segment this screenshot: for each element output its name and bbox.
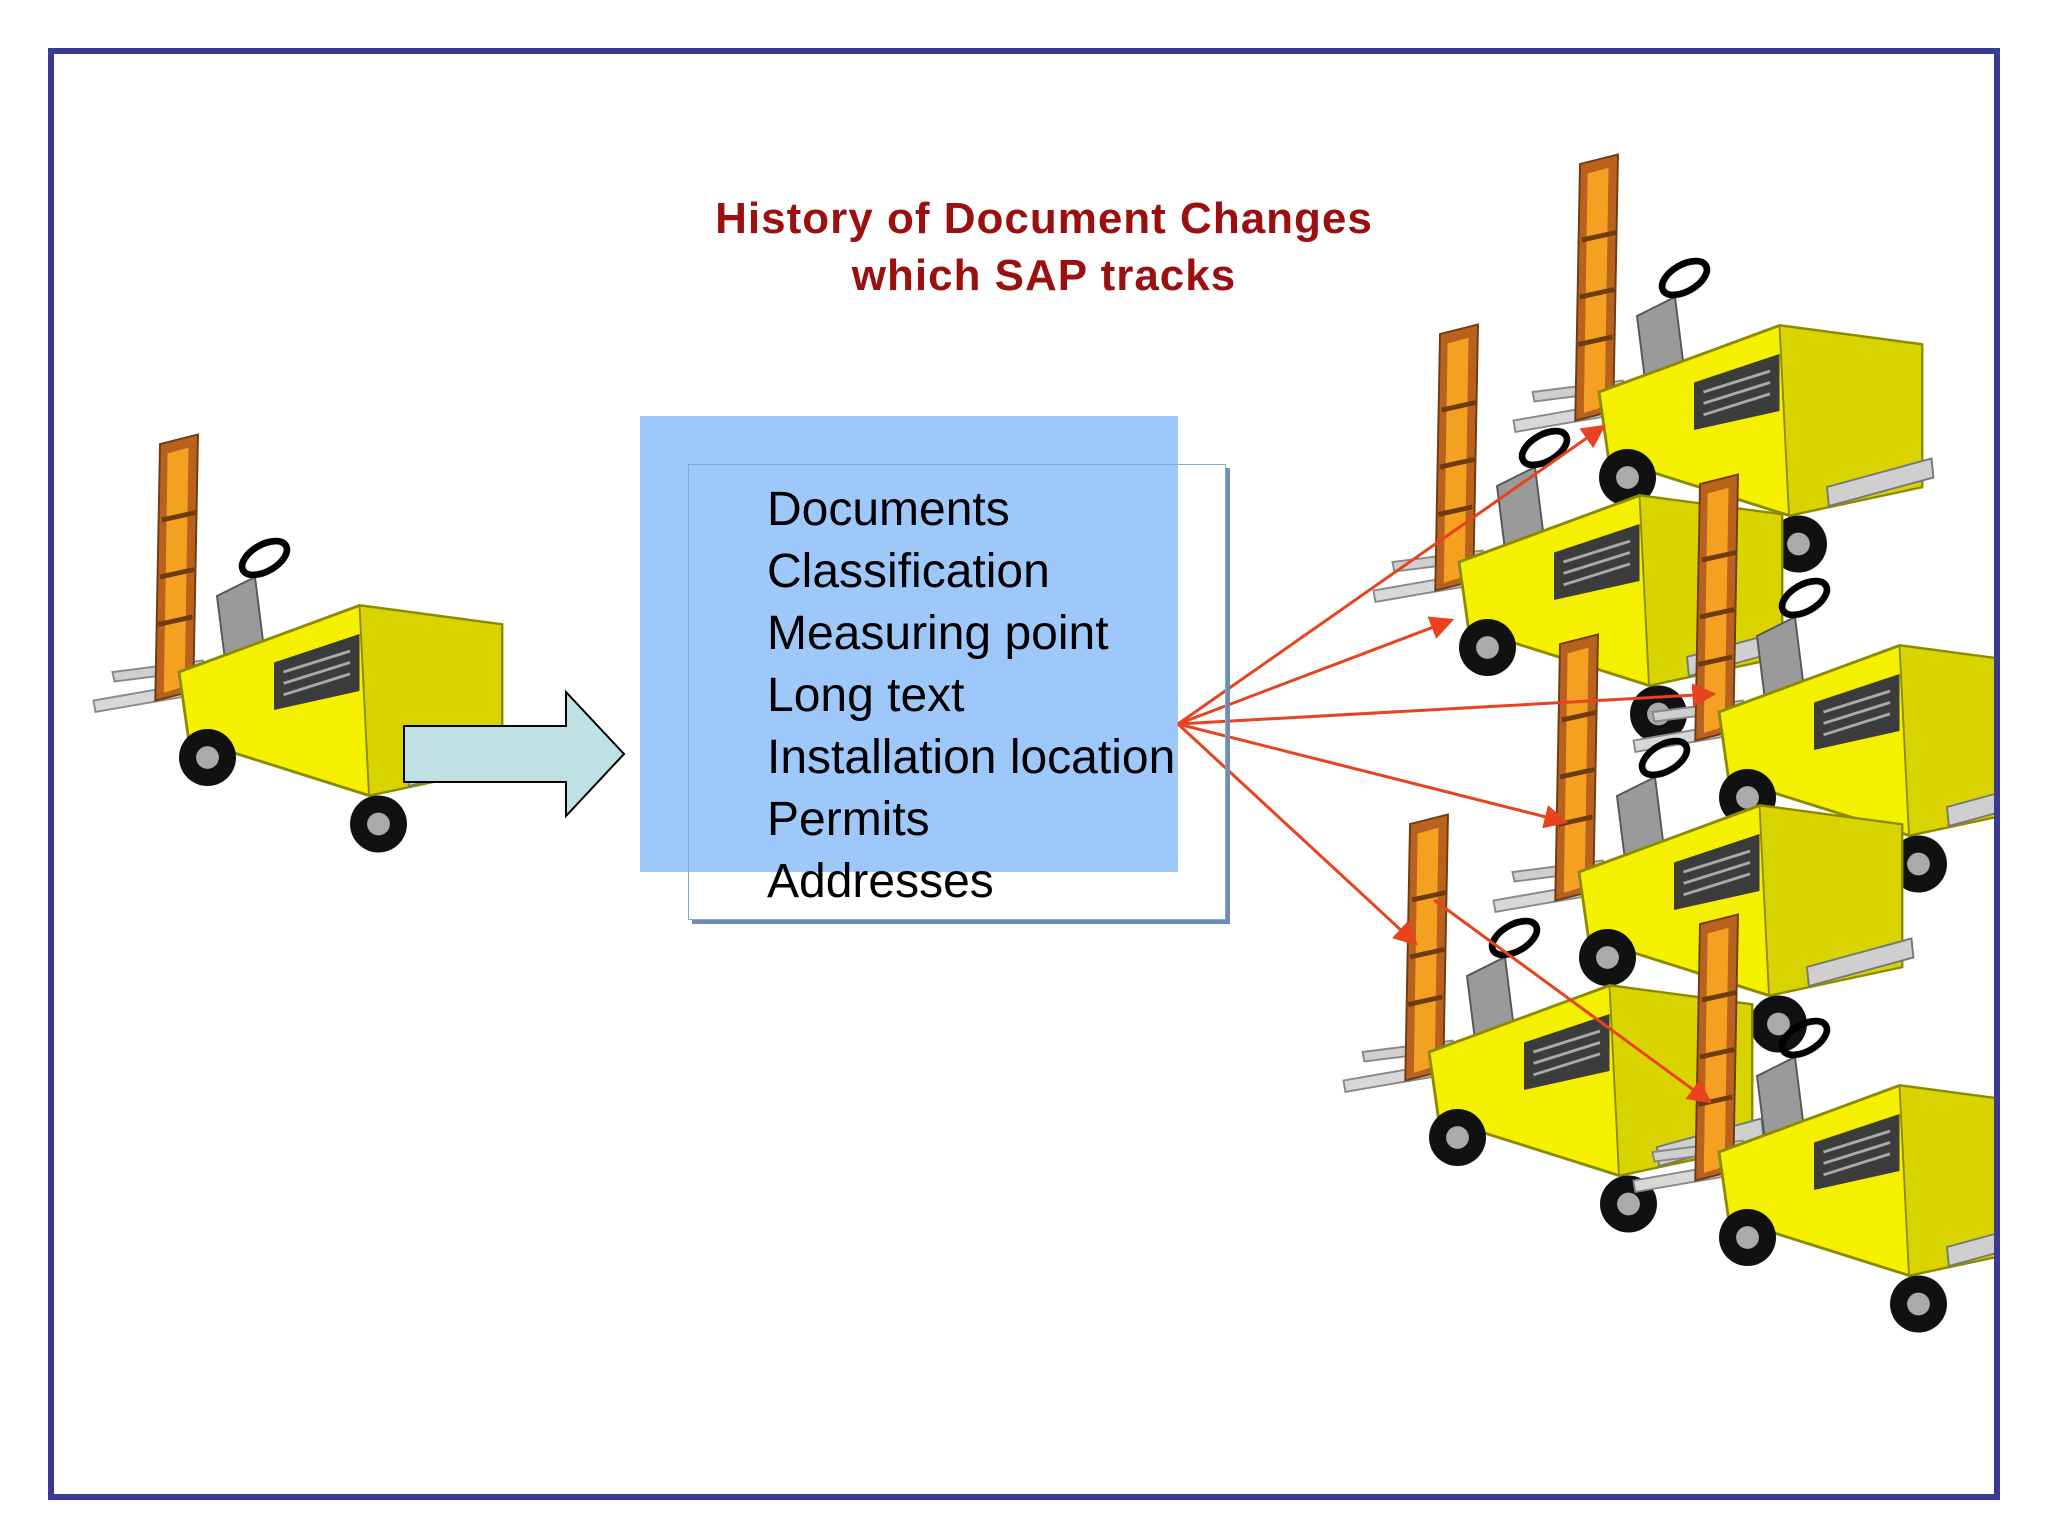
connector-line — [1177, 424, 1606, 726]
list-item: Long text — [767, 669, 965, 722]
forklift-icon — [93, 435, 513, 853]
connector-line — [1177, 616, 1455, 726]
list-item: Classification — [767, 545, 1050, 598]
list-item: Addresses — [767, 855, 994, 908]
connector-line — [1433, 898, 1712, 1104]
block-arrow-right-icon — [403, 689, 626, 819]
tracked-items-list: Documents Classification Measuring point… — [767, 479, 1175, 913]
diagram-canvas — [54, 54, 1994, 1494]
slide-title: History of Document Changes which SAP tr… — [614, 190, 1474, 304]
connector-line — [1177, 683, 1717, 726]
list-item: Permits — [767, 793, 930, 846]
connector-lines — [1176, 424, 1717, 1104]
title-line-2: which SAP tracks — [851, 251, 1237, 300]
connector-line — [1177, 722, 1569, 829]
connector-line — [1176, 722, 1418, 946]
list-item: Measuring point — [767, 607, 1109, 660]
list-item: Installation location — [767, 731, 1176, 784]
list-item: Documents — [767, 483, 1010, 536]
slide-frame: History of Document Changes which SAP tr… — [48, 48, 2000, 1500]
title-line-1: History of Document Changes — [715, 194, 1373, 243]
tracked-items-box: Documents Classification Measuring point… — [688, 464, 1226, 920]
